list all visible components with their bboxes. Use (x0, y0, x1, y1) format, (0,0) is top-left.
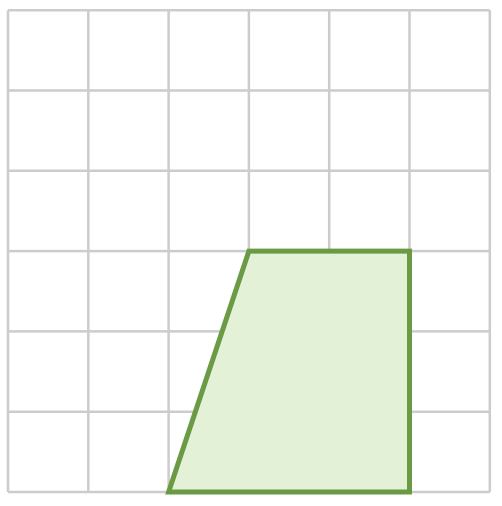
trapezoid-shape (165, 248, 412, 495)
